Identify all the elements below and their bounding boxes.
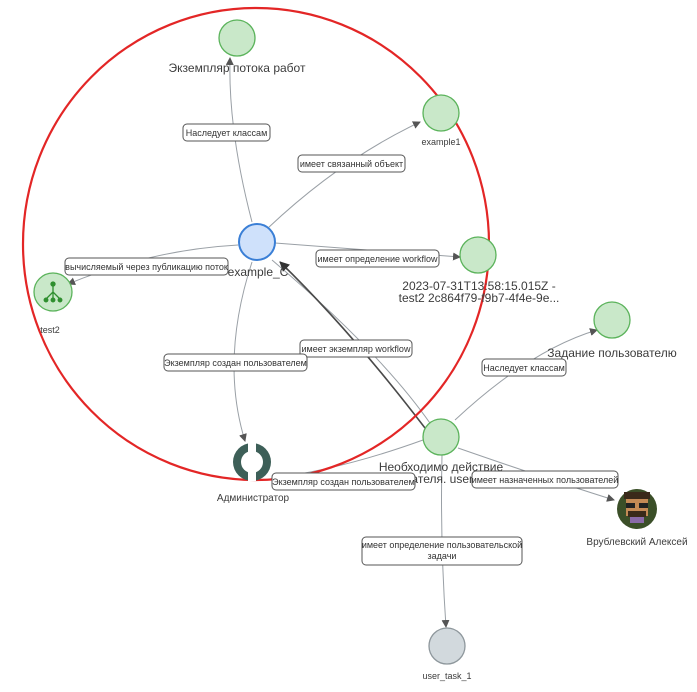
node-label-person: Врублевский Алексей	[586, 536, 687, 548]
edge-center-to-example1[interactable]	[267, 121, 421, 229]
edge-center-to-admin[interactable]	[233, 261, 253, 442]
node-user-task-1[interactable]	[428, 627, 466, 665]
svg-text:вычисляемый через публикацию п: вычисляемый через публикацию поток	[65, 262, 228, 272]
node-action[interactable]	[422, 418, 460, 456]
node-user-task-type[interactable]	[593, 301, 631, 339]
node-label-center: example_C	[228, 265, 289, 279]
svg-text:Наследует классам: Наследует классам	[483, 363, 565, 373]
node-label-definition-line1: 2023-07-31T13:58:15.015Z -	[402, 279, 555, 293]
nodes: Экземпляр потока работ example1 example_…	[33, 19, 688, 681]
edge-label-related-object: имеет связанный объект	[297, 154, 406, 173]
node-label-admin: Администратор	[217, 493, 290, 504]
svg-text:имеет связанный объект: имеет связанный объект	[300, 159, 403, 169]
svg-text:Экземпляр создан пользователем: Экземпляр создан пользователем	[164, 358, 307, 368]
svg-text:имеет определение workflow: имеет определение workflow	[318, 254, 438, 264]
svg-text:имеет назначенных пользователе: имеет назначенных пользователей	[472, 475, 619, 485]
edge-label-created-by-action: Экземпляр создан пользователем	[271, 472, 416, 491]
node-workflow-instance[interactable]	[218, 19, 256, 57]
edge-label-inherits-top: Наследует классам	[182, 123, 271, 142]
edge-label-task-def: имеет определение пользовательской задач…	[361, 536, 523, 566]
node-label-action-line1: Необходимо действие	[379, 460, 504, 474]
edge-action-to-center-arrow[interactable]	[279, 261, 426, 429]
node-admin[interactable]	[233, 443, 271, 481]
edge-label-created-by-center: Экземпляр создан пользователем	[163, 353, 308, 372]
node-label-example1: example1	[421, 137, 460, 147]
edge-labels: Наследует классам имеет связанный объект…	[64, 123, 619, 566]
edge-label-computed-via: вычисляемый через публикацию поток	[64, 257, 229, 276]
svg-text:Наследует классам: Наследует классам	[186, 128, 268, 138]
node-definition[interactable]	[459, 236, 497, 274]
node-center[interactable]	[238, 223, 276, 261]
svg-text:Экземпляр создан пользователем: Экземпляр создан пользователем	[272, 477, 415, 487]
node-label-definition-line2: test2 2c864f79-f9b7-4f4e-9e...	[399, 291, 560, 305]
node-label-user-task-1: user_task_1	[422, 671, 471, 681]
node-label-test2: test2	[40, 325, 60, 335]
node-example1[interactable]	[422, 94, 460, 132]
edge-label-has-workflow-def: имеет определение workflow	[315, 249, 440, 268]
edge-center-to-test2[interactable]	[67, 244, 239, 286]
node-label-workflow-instance: Экземпляр потока работ	[169, 61, 306, 75]
svg-text:имеет экземпляр workflow: имеет экземпляр workflow	[302, 344, 411, 354]
edge-label-inherits-right: Наследует классам	[481, 358, 567, 377]
svg-text:имеет определение пользователь: имеет определение пользовательской	[362, 540, 522, 550]
svg-text:задачи: задачи	[428, 551, 457, 561]
node-person[interactable]	[617, 489, 657, 529]
node-label-user-task-type: Задание пользователю	[547, 346, 676, 360]
edge-label-has-instance: имеет экземпляр workflow	[299, 339, 413, 358]
workflow-tree-icon	[43, 281, 63, 303]
edge-label-assigned-users: имеет назначенных пользователей	[471, 470, 619, 489]
